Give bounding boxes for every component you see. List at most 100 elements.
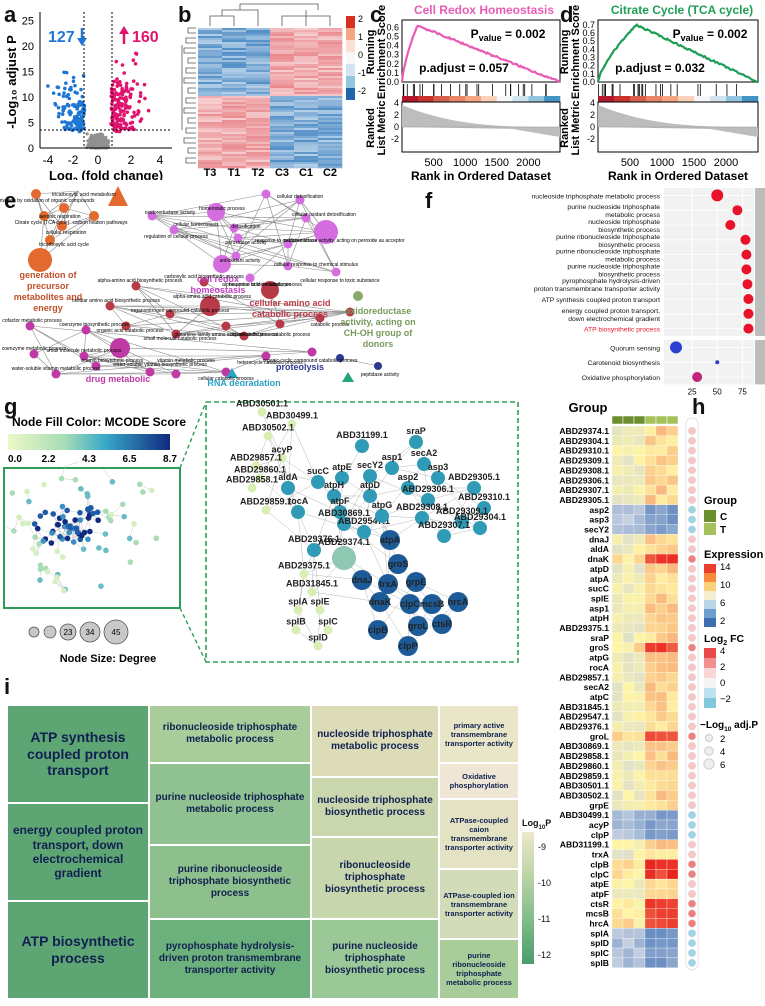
h-row-label: ABD29859.1 — [559, 771, 609, 781]
network-edge — [221, 263, 289, 267]
navy-cluster-node — [336, 354, 344, 362]
f-term-label: biosynthetic process — [598, 227, 660, 234]
g-node-label: ABD29309.1 — [436, 506, 488, 516]
volcano-point-down — [53, 101, 57, 106]
f-dot — [743, 323, 754, 334]
h-fc-dot — [687, 594, 697, 603]
h-row-label: ABD30499.1 — [559, 810, 609, 820]
h-row-label: splA — [590, 928, 609, 938]
d-rank-bar — [630, 96, 647, 102]
h-cell — [611, 593, 624, 604]
heatmap-cell — [222, 44, 247, 47]
heatmap-cell — [294, 122, 319, 125]
h-cell — [644, 691, 657, 702]
heatmap-cell — [294, 48, 319, 51]
g-mini-node — [54, 574, 60, 581]
h-fc-tick: 2 — [720, 662, 725, 673]
network-label: oxidoreductase activity — [145, 210, 196, 216]
heatmap-cell — [222, 126, 247, 129]
h-fc-dot — [687, 426, 697, 435]
network-edge — [339, 357, 379, 367]
network-edge — [233, 227, 327, 233]
g-mini-node — [103, 547, 109, 554]
h-cell — [644, 622, 657, 634]
heatmap-cell — [270, 134, 295, 137]
g-mini-node — [64, 507, 70, 514]
h-cell — [666, 553, 679, 565]
h-cell — [666, 652, 679, 663]
network-node — [28, 248, 52, 272]
network-label: organonitrogen compound catabolic proces… — [131, 308, 230, 314]
svg-text:Log2 FC: Log2 FC — [704, 633, 744, 647]
h-cell — [611, 642, 624, 653]
a-tick-x1: -2 — [68, 153, 79, 167]
heatmap-cell — [222, 100, 247, 103]
d-ytick-bottom: 4 — [590, 98, 595, 108]
heatmap-cell — [270, 38, 295, 41]
d-ytick-bottom: -2 — [587, 134, 595, 144]
network-label: activity, acting on — [340, 317, 415, 327]
heatmap-cell — [246, 156, 271, 159]
network-label: proteolysis — [276, 362, 324, 372]
heatmap-cell — [270, 150, 295, 153]
network-edge — [119, 347, 313, 353]
h-cell — [655, 573, 668, 584]
h-cell — [644, 938, 657, 949]
g-node — [432, 614, 452, 634]
g-edge — [369, 441, 417, 477]
volcano-point — [102, 136, 107, 140]
heatmap-cell — [246, 98, 271, 101]
c-ytick-top: 0.0 — [386, 77, 399, 87]
heatmap-cell — [294, 32, 319, 35]
heatmap-cell — [270, 156, 295, 159]
g-mini-node — [136, 481, 143, 488]
g-edge — [339, 475, 371, 513]
volcano-point-down — [63, 86, 67, 91]
heatmap-cell — [222, 42, 247, 45]
network-label: cellular detoxification — [277, 194, 324, 200]
network-label: tricarboxylic acid cycle — [39, 242, 89, 248]
h-expr-swatch — [704, 600, 716, 609]
heatmap-cell — [246, 104, 271, 107]
network-label: water-soluble vitamin metabolic process — [12, 366, 101, 372]
a-up-count: 160 — [132, 29, 159, 46]
heatmap-cell — [318, 90, 343, 93]
heatmap-cell — [222, 122, 247, 125]
h-fc-dot — [687, 643, 697, 652]
network-edge — [233, 217, 307, 229]
heatmap-cell — [270, 58, 295, 61]
volcano-point-up — [118, 96, 122, 100]
heatmap-cell — [294, 42, 319, 45]
heatmap-cell — [318, 130, 343, 133]
heatmap-cell — [270, 44, 295, 47]
heatmap-cell — [222, 146, 247, 149]
h-cell — [666, 770, 679, 781]
network-node — [57, 221, 67, 231]
d-rank-bar — [598, 96, 615, 102]
heatmap-cell — [318, 64, 343, 67]
volcano-point-up — [110, 101, 114, 106]
volcano-point-up — [131, 58, 136, 63]
heatmap-cell — [270, 144, 295, 147]
g-mini-node — [49, 530, 55, 536]
h-fc-swatch — [704, 668, 716, 678]
h-cell — [666, 741, 679, 752]
volcano-point-up — [142, 82, 147, 87]
d-rank-bar — [614, 96, 631, 102]
g-node-label: asp2 — [398, 472, 419, 482]
h-cell — [633, 652, 646, 663]
network-label: homeostasis — [190, 285, 245, 295]
i-treemap-label: purine ribonucleoside triphosphate biosy… — [168, 864, 292, 899]
heatmap-cell — [222, 130, 247, 133]
network-label: precursor — [27, 281, 70, 291]
heatmap-cell — [246, 28, 271, 31]
h-padj-circle — [705, 734, 713, 742]
f-strip-kegg — [755, 340, 765, 385]
heatmap-cell — [198, 112, 223, 115]
h-expr-tick: 2 — [720, 616, 725, 627]
network-label: generation of — [19, 270, 77, 280]
f-term-label: Carotenoid biosynthesis — [587, 360, 660, 367]
heatmap-cell — [294, 106, 319, 109]
heatmap-cell — [294, 162, 319, 165]
